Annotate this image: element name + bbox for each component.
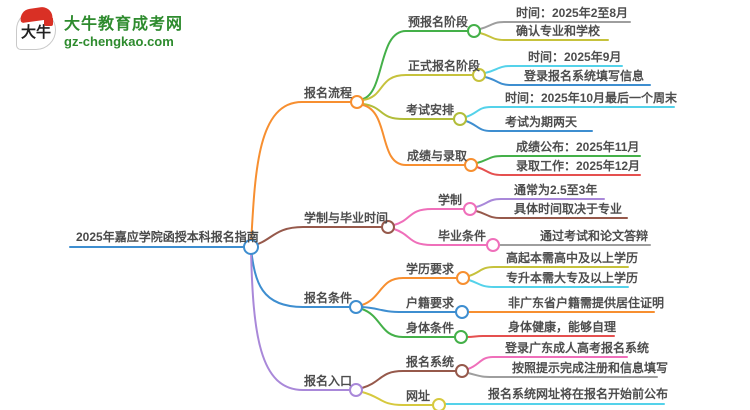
leaf-login-fill-info: 登录报名系统填写信息 (524, 69, 645, 83)
logo-characters: 大牛 (20, 25, 51, 41)
root-node-label: 2025年嘉应学院函授本科报名指南 (76, 230, 259, 244)
leaf-healthy-selfcare: 身体健康，能够自理 (508, 320, 617, 334)
node-results-admission: 成绩与录取 (407, 149, 468, 163)
node-study-duration: 学制 (438, 193, 463, 207)
leaf-pass-exam-thesis: 通过考试和论文答辩 (540, 229, 649, 243)
leaf-follow-prompts: 按照提示完成注册和信息填写 (512, 361, 669, 375)
branch-duration-graduation: 学制与毕业时间 (304, 211, 389, 225)
node-exam-arrangement: 考试安排 (406, 103, 455, 117)
node-physical-condition: 身体条件 (406, 321, 455, 335)
branch-registration-process: 报名流程 (304, 86, 353, 100)
leaf-admission-work: 录取工作：2025年12月 (516, 159, 641, 173)
leaf-results-published: 成绩公布：2025年11月 (516, 140, 640, 154)
leaf-pre-registration-time: 时间：2025年2至8月 (516, 6, 629, 20)
node-education-requirement: 学历要求 (406, 262, 455, 276)
logo-seal-icon (44, 17, 53, 26)
leaf-exam-time: 时间：2025年10月最后一个周末 (505, 91, 678, 105)
leaf-highschool-requirement: 高起本需高中及以上学历 (506, 251, 639, 265)
node-website: 网址 (406, 389, 431, 403)
branch-requirements: 报名条件 (304, 291, 353, 305)
site-logo: 大牛 大牛教育成考网 gz-chengkao.com (16, 5, 184, 50)
leaf-residence-proof: 非广东省户籍需提供居住证明 (508, 296, 665, 310)
leaf-login-gd-system: 登录广东成人高考报名系统 (505, 341, 650, 355)
logo-title: 大牛教育成考网 (64, 16, 184, 33)
leaf-confirm-major-school: 确认专业和学校 (516, 24, 601, 38)
branch-entry: 报名入口 (304, 374, 353, 388)
leaf-duration-depends-major: 具体时间取决于专业 (514, 202, 623, 216)
leaf-college-requirement: 专升本需大专及以上学历 (506, 271, 639, 285)
leaf-duration-years: 通常为2.5至3年 (514, 183, 598, 197)
node-pre-registration: 预报名阶段 (408, 15, 469, 29)
node-graduation-condition: 毕业条件 (438, 229, 487, 243)
leaf-url-announced: 报名系统网址将在报名开始前公布 (488, 387, 669, 401)
leaf-formal-registration-time: 时间：2025年9月 (528, 50, 622, 64)
logo-bubble-icon: 大牛 (16, 5, 56, 50)
node-formal-registration: 正式报名阶段 (408, 59, 481, 73)
node-registration-system: 报名系统 (406, 355, 455, 369)
leaf-exam-two-days: 考试为期两天 (505, 115, 578, 129)
node-residency-requirement: 户籍要求 (406, 296, 455, 310)
logo-subtitle: gz-chengkao.com (64, 33, 174, 49)
